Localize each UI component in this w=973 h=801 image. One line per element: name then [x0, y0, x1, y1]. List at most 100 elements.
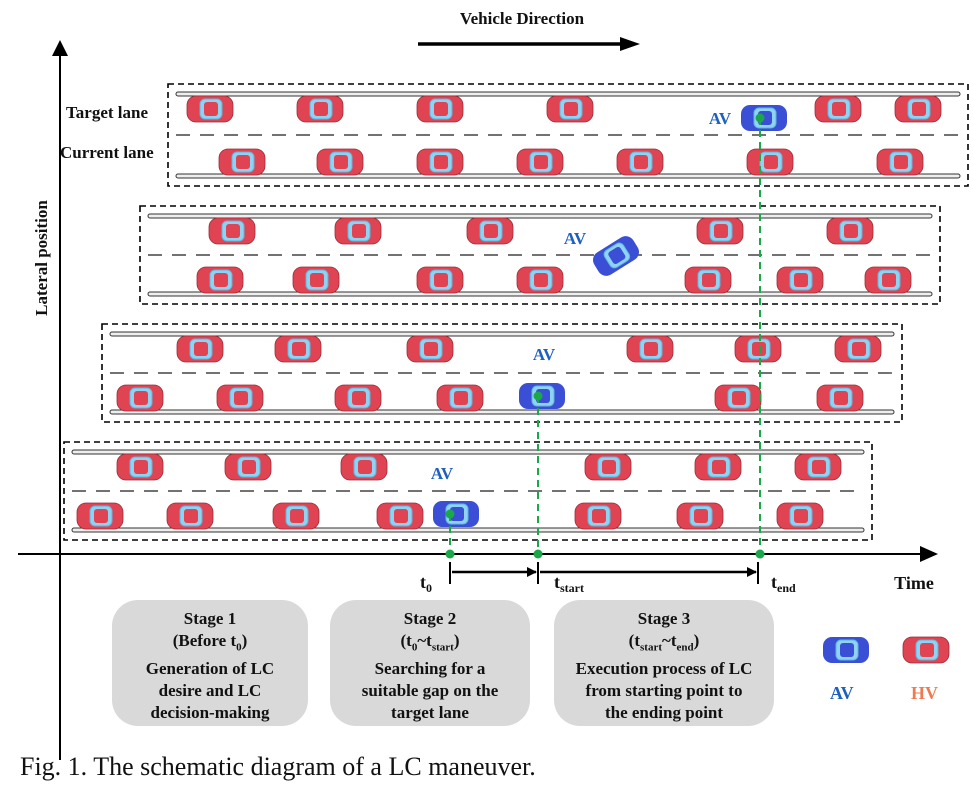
hv-car	[218, 148, 266, 176]
time-point	[755, 549, 765, 559]
stage-2-desc-3: target lane	[391, 703, 469, 723]
tend-subscript: end	[777, 581, 796, 595]
t0-label: t0	[420, 572, 432, 595]
stage-3-desc-2: from starting point to	[585, 681, 743, 701]
hv-car	[272, 502, 320, 530]
av-label: AV	[564, 229, 587, 248]
legend-hv-car	[902, 636, 950, 664]
hv-car	[746, 148, 794, 176]
stage-1-box: Stage 1 (Before t0) Generation of LC des…	[112, 600, 308, 726]
stage-1-title: Stage 1	[183, 609, 237, 628]
hv-car	[584, 453, 632, 481]
stage-2-title: Stage 2	[403, 609, 457, 628]
hv-car	[516, 148, 564, 176]
hv-car	[340, 453, 388, 481]
stage-1-sub: 0	[236, 641, 242, 654]
hv-car	[714, 384, 762, 412]
av-car	[433, 501, 479, 527]
av-center-point	[445, 509, 455, 519]
time-point	[533, 549, 543, 559]
av-center-point	[533, 391, 543, 401]
scenario-panel: AV	[63, 441, 873, 541]
direction-arrow-head	[620, 37, 640, 51]
hv-car	[116, 453, 164, 481]
hv-car	[684, 266, 732, 294]
hv-car	[334, 384, 382, 412]
av-label: AV	[431, 464, 454, 483]
hv-car	[626, 335, 674, 363]
hv-car	[224, 453, 272, 481]
stage-2-desc-1: Searching for a	[374, 659, 486, 679]
hv-car	[186, 95, 234, 123]
t0-subscript: 0	[426, 581, 432, 595]
hv-car	[376, 502, 424, 530]
av-label: AV	[709, 109, 732, 128]
hv-car	[416, 95, 464, 123]
tstart-subscript: start	[560, 581, 584, 595]
direction-label: Vehicle Direction	[460, 9, 585, 28]
stage-3-sub-b: end	[676, 641, 694, 654]
hv-car	[436, 384, 484, 412]
hv-car	[834, 335, 882, 363]
legend-av-car	[823, 637, 869, 663]
hv-car	[296, 95, 344, 123]
stage-3-desc-3: the ending point	[604, 703, 724, 723]
stage-3-sub-a: start	[640, 641, 662, 654]
stage-3-desc-1: Execution process of LC	[575, 659, 753, 679]
scenario-panel: AV	[101, 323, 903, 423]
hv-car	[546, 95, 594, 123]
hv-car	[208, 217, 256, 245]
hv-car	[876, 148, 924, 176]
hv-car	[176, 335, 224, 363]
hv-car	[696, 217, 744, 245]
hv-car	[826, 217, 874, 245]
hv-car	[416, 148, 464, 176]
hv-car	[694, 453, 742, 481]
hv-car	[864, 266, 912, 294]
hv-car	[616, 148, 664, 176]
av-center-point	[755, 113, 765, 123]
legend-hv-label: HV	[911, 683, 938, 703]
av-car	[593, 236, 639, 276]
hv-car	[166, 502, 214, 530]
legend-cars	[823, 636, 950, 664]
stage-1-period: (Before t0)	[172, 631, 248, 654]
hv-car	[216, 384, 264, 412]
hv-car	[516, 266, 564, 294]
hv-car	[116, 384, 164, 412]
stage-3-period: (tstart~tend)	[628, 631, 700, 654]
legend-av-label: AV	[830, 683, 854, 703]
hv-car	[76, 502, 124, 530]
y-axis-arrow	[52, 40, 68, 56]
hv-car	[814, 95, 862, 123]
stage-2-box: Stage 2 (t0~tstart) Searching for a suit…	[330, 600, 530, 726]
av-label: AV	[533, 345, 556, 364]
x-axis-arrow	[920, 546, 938, 562]
stage-1-desc-3: decision-making	[150, 703, 270, 723]
hv-car	[894, 95, 942, 123]
scenario-panel: AV	[167, 83, 969, 187]
stage-2-sub-b: start	[431, 641, 454, 654]
y-axis-label: Lateral position	[32, 200, 51, 316]
time-point	[445, 549, 455, 559]
target-lane-label: Target lane	[66, 103, 148, 122]
hv-car	[776, 502, 824, 530]
stage-3-title: Stage 3	[637, 609, 691, 628]
hv-car	[676, 502, 724, 530]
hv-car	[574, 502, 622, 530]
hv-car	[794, 453, 842, 481]
current-lane-label: Current lane	[60, 143, 154, 162]
scenario-panel: AV	[139, 205, 941, 305]
hv-car	[776, 266, 824, 294]
stage-1-desc-2: desire and LC	[158, 681, 262, 701]
hv-car	[734, 335, 782, 363]
hv-car	[816, 384, 864, 412]
tend-label: tend	[771, 572, 796, 595]
stage-2-period: (t0~tstart)	[400, 631, 460, 654]
hv-car	[274, 335, 322, 363]
hv-car	[406, 335, 454, 363]
tstart-label: tstart	[554, 572, 584, 595]
hv-car	[196, 266, 244, 294]
figure-caption: Fig. 1. The schematic diagram of a LC ma…	[20, 752, 536, 781]
